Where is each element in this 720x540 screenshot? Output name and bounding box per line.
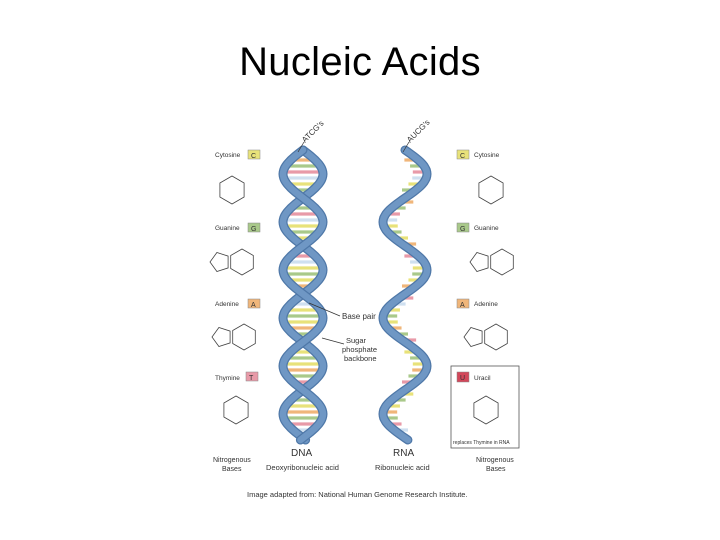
dna-double-helix bbox=[278, 145, 328, 445]
ring-structure bbox=[484, 323, 508, 351]
svg-text:replaces Thymine in RNA: replaces Thymine in RNA bbox=[453, 440, 510, 446]
rna-strand-label: AUCG's bbox=[405, 118, 432, 145]
sugar-phosphate-backbone-inner bbox=[279, 146, 327, 444]
svg-text:G: G bbox=[460, 226, 465, 233]
figure-captions: DNA Deoxyribonucleic acid RNA Ribonuclei… bbox=[213, 448, 514, 499]
svg-text:G: G bbox=[251, 226, 256, 233]
svg-text:Cytosine: Cytosine bbox=[215, 152, 241, 159]
svg-text:Adenine: Adenine bbox=[215, 301, 239, 308]
svg-text:A: A bbox=[251, 302, 256, 309]
base-guanine: Guanine G bbox=[215, 222, 261, 233]
svg-text:DNA: DNA bbox=[291, 448, 312, 459]
svg-text:RNA: RNA bbox=[393, 448, 414, 459]
ring-structure bbox=[219, 175, 245, 205]
left-base-legend: Cytosine C Guanine G Adenine A Thymine T bbox=[215, 149, 261, 382]
slide-title: Nucleic Acids bbox=[239, 40, 481, 84]
svg-text:Bases: Bases bbox=[486, 466, 506, 473]
svg-text:Nitrogenous: Nitrogenous bbox=[213, 457, 251, 464]
svg-text:Uracil: Uracil bbox=[474, 375, 491, 382]
ring-structure bbox=[490, 248, 514, 276]
ring-structure bbox=[478, 175, 504, 205]
base-guanine: G Guanine bbox=[456, 222, 499, 233]
svg-text:Guanine: Guanine bbox=[215, 225, 240, 232]
svg-text:Cytosine: Cytosine bbox=[474, 152, 500, 159]
ring-structure bbox=[230, 248, 254, 276]
svg-text:C: C bbox=[460, 153, 465, 160]
ring-structure bbox=[211, 327, 231, 347]
base-thymine: Thymine T bbox=[215, 371, 259, 382]
svg-text:Guanine: Guanine bbox=[474, 225, 499, 232]
ring-structure bbox=[223, 395, 249, 425]
uracil-box: U Uracil replaces Thymine in RNA bbox=[450, 365, 520, 449]
svg-text:A: A bbox=[460, 302, 465, 309]
svg-text:Nitrogenous: Nitrogenous bbox=[476, 457, 514, 464]
svg-text:Deoxyribonucleic acid: Deoxyribonucleic acid bbox=[266, 463, 339, 472]
svg-text:T: T bbox=[249, 375, 254, 382]
svg-text:Ribonucleic acid: Ribonucleic acid bbox=[375, 463, 430, 472]
svg-text:C: C bbox=[251, 153, 256, 160]
svg-text:Sugar: Sugar bbox=[346, 336, 367, 345]
sugar-phosphate-backbone-inner bbox=[379, 146, 431, 444]
base-structures bbox=[209, 175, 514, 425]
ring-structure bbox=[209, 252, 229, 272]
svg-text:backbone: backbone bbox=[344, 354, 377, 363]
right-base-legend: C Cytosine G Guanine A Adenine U Uracil … bbox=[450, 149, 520, 449]
svg-text:Bases: Bases bbox=[222, 466, 242, 473]
rna-single-strand bbox=[378, 145, 432, 445]
base-cytosine: Cytosine C bbox=[215, 149, 261, 160]
svg-text:U: U bbox=[460, 375, 465, 382]
base-pair-callout: Base pair bbox=[308, 302, 376, 321]
base-adenine: A Adenine bbox=[456, 298, 498, 309]
svg-text:Thymine: Thymine bbox=[215, 375, 240, 382]
backbone-callout: Sugar phosphate backbone bbox=[321, 336, 377, 363]
svg-text:Base pair: Base pair bbox=[342, 312, 376, 321]
ring-structure bbox=[469, 252, 489, 272]
ring-structure bbox=[463, 327, 483, 347]
svg-text:Adenine: Adenine bbox=[474, 301, 498, 308]
ring-structure bbox=[473, 395, 499, 425]
base-adenine: Adenine A bbox=[215, 298, 261, 309]
base-cytosine: C Cytosine bbox=[456, 149, 500, 160]
svg-text:phosphate: phosphate bbox=[342, 345, 377, 354]
ring-structure bbox=[232, 323, 256, 351]
dna-strand-label: ATCG's bbox=[300, 119, 326, 145]
image-credit: Image adapted from: National Human Genom… bbox=[247, 490, 468, 499]
